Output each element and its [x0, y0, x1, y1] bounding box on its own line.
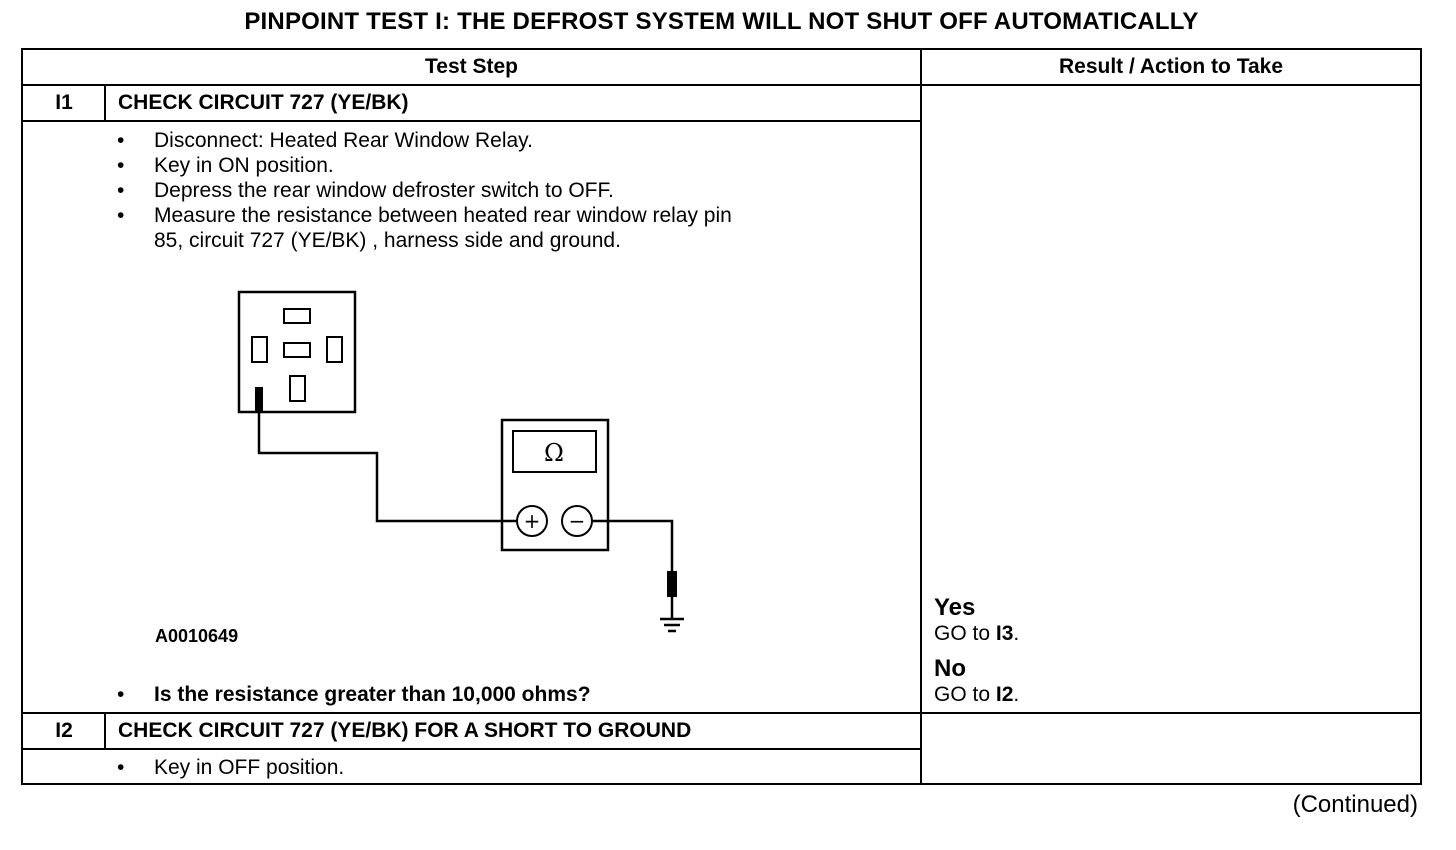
header-rule [21, 84, 1422, 86]
step-i1-title-rule [21, 120, 922, 122]
relay-pin [289, 375, 306, 402]
result-yes-label: Yes [934, 594, 976, 621]
step-id: I2 [55, 719, 73, 742]
col-divider [920, 48, 922, 785]
relay-connector [237, 290, 357, 414]
relay-pin [326, 336, 343, 363]
relay-pin-85 [251, 336, 268, 363]
meter-display [512, 430, 597, 473]
goto-target[interactable]: I2 [995, 683, 1014, 706]
step-instructions: Key in OFF position. [114, 755, 344, 780]
relay-pin [283, 342, 311, 358]
positive-lead-wire [257, 411, 517, 523]
plus-sign: + [524, 509, 541, 533]
ohmmeter [500, 418, 610, 552]
negative-lead-wire [592, 519, 674, 572]
result-header: Result / Action to Take [1058, 55, 1284, 78]
figure-code: A0010649 [155, 626, 239, 646]
result-no-action: GO to I2. [934, 683, 1020, 706]
result-no-label: No [934, 655, 966, 682]
step-title: CHECK CIRCUIT 727 (YE/BK) FOR A SHORT TO… [118, 719, 692, 742]
step-i2-title-rule [21, 748, 922, 750]
instruction-item: Key in ON position. [114, 153, 732, 178]
minus-sign: − [569, 509, 586, 533]
instruction-item: Disconnect: Heated Rear Window Relay. [114, 128, 732, 153]
instruction-item: Measure the resistance between heated re… [114, 203, 732, 228]
step-i2-top-rule [21, 712, 1422, 714]
ohm-symbol: Ω [544, 439, 564, 467]
step-id: I1 [55, 91, 73, 114]
relay-pin [283, 308, 311, 324]
step-id-divider-2 [104, 714, 106, 750]
continued-note: (Continued) [1292, 791, 1418, 818]
ground-icon [660, 617, 684, 633]
page-title: PINPOINT TEST I: THE DEFROST SYSTEM WILL… [244, 8, 1199, 35]
positive-terminal [516, 505, 548, 537]
ground-probe [667, 571, 677, 597]
goto-target[interactable]: I3 [995, 622, 1014, 645]
step-question: Is the resistance greater than 10,000 oh… [114, 683, 591, 707]
step-instructions: Disconnect: Heated Rear Window Relay. Ke… [114, 128, 732, 228]
test-step-header: Test Step [425, 55, 518, 78]
probe-tip [255, 387, 263, 411]
step-title: CHECK CIRCUIT 727 (YE/BK) [118, 91, 409, 114]
step-id-divider-1 [104, 86, 106, 122]
instruction-continuation: 85, circuit 727 (YE/BK) , harness side a… [154, 229, 621, 252]
instruction-item: Depress the rear window defroster switch… [114, 178, 732, 203]
instruction-item: Key in OFF position. [114, 755, 344, 780]
result-yes-action: GO to I3. [934, 622, 1020, 645]
pinpoint-test-table [21, 48, 1422, 785]
